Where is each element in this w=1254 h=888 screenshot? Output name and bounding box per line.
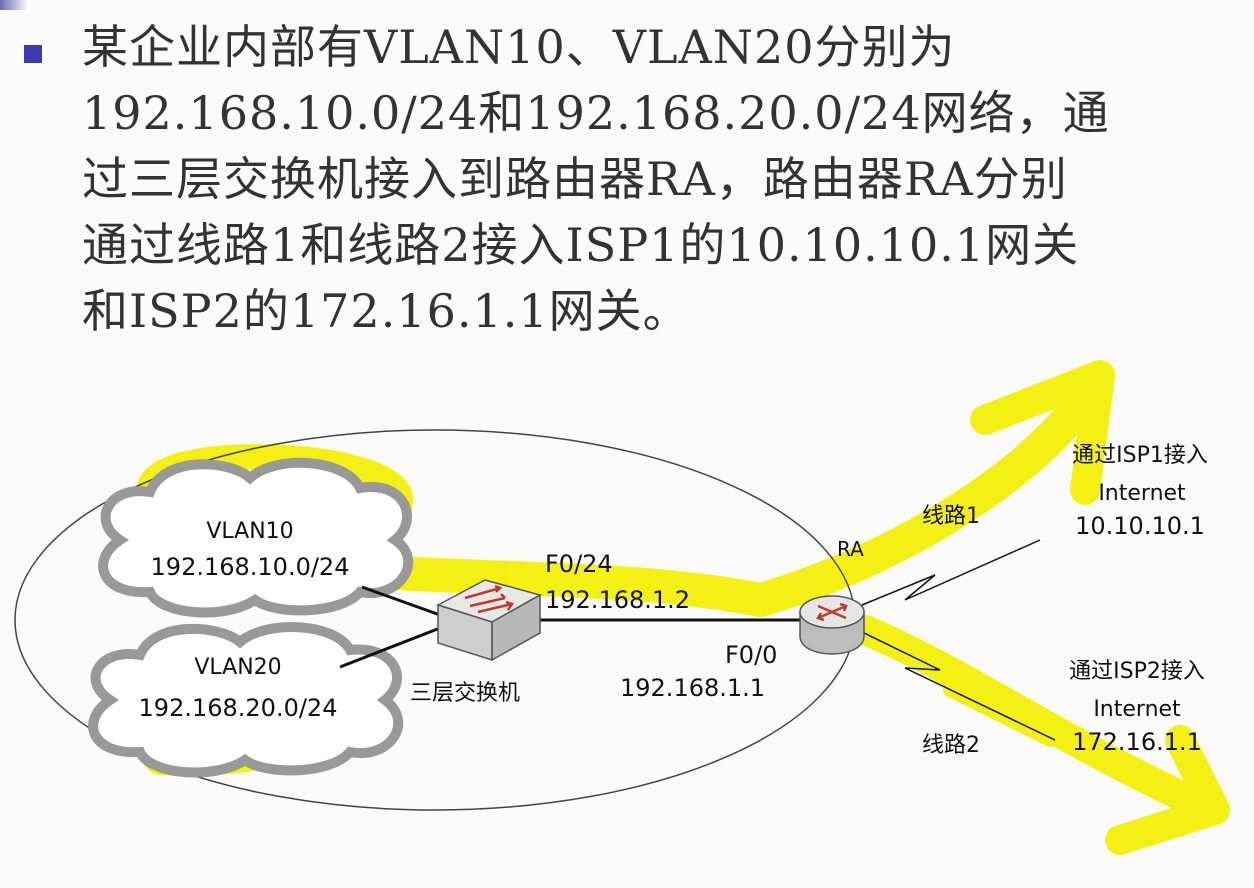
link-line1 — [861, 539, 1041, 606]
line1-internet: Internet — [1098, 481, 1186, 506]
link-vlan20-switch — [339, 626, 441, 669]
switch-ip: 192.168.1.2 — [545, 586, 690, 614]
line2-internet: Internet — [1093, 697, 1181, 722]
line1-label: 线路1 — [922, 504, 980, 529]
line2-label: 线路2 — [922, 733, 980, 758]
paragraph: 某企业内部有VLAN10、VLAN20分别为 192.168.10.0/24和1… — [82, 14, 1247, 344]
router-port: F0/0 — [725, 641, 777, 669]
vlan20-network: 192.168.20.0/24 — [139, 694, 338, 722]
highlight-arrow-isp2-head — [1105, 725, 1230, 855]
paragraph-line: 过三层交换机接入到路由器RA，路由器RA分别 — [82, 152, 1068, 206]
layer3-switch-icon — [436, 579, 542, 662]
slide-corner-decoration — [0, 0, 28, 10]
line2-isp: 通过ISP2接入 — [1069, 659, 1205, 684]
paragraph-line: 通过线路1和线路2接入ISP1的10.10.10.1网关 — [82, 218, 1080, 272]
bullet-square-icon — [24, 45, 42, 63]
link-line2 — [861, 631, 1056, 741]
vlan20-name: VLAN20 — [194, 655, 281, 680]
router-label: RA — [837, 537, 864, 561]
switch-port: F0/24 — [545, 550, 613, 578]
vlan10-network: 192.168.10.0/24 — [151, 553, 350, 581]
switch-label: 三层交换机 — [410, 681, 520, 706]
vlan20-cloud — [88, 622, 404, 778]
link-vlan10-switch — [361, 585, 441, 617]
vlan10-name: VLAN10 — [206, 519, 293, 544]
paragraph-line: 和ISP2的172.16.1.1网关。 — [82, 284, 690, 338]
router-ip: 192.168.1.1 — [620, 674, 765, 702]
vlan10-cloud — [98, 457, 414, 618]
paragraph-line: 某企业内部有VLAN10、VLAN20分别为 — [82, 20, 956, 74]
line1-isp: 通过ISP1接入 — [1072, 443, 1208, 468]
line1-gateway: 10.10.10.1 — [1075, 512, 1205, 540]
router-icon — [799, 595, 865, 655]
highlight-arrow-isp1-head — [970, 360, 1115, 505]
highlight-line2-zigzag — [893, 643, 1057, 747]
paragraph-line: 192.168.10.0/24和192.168.20.0/24网络，通 — [82, 86, 1110, 140]
links — [339, 539, 1056, 741]
line2-gateway: 172.16.1.1 — [1072, 728, 1202, 756]
